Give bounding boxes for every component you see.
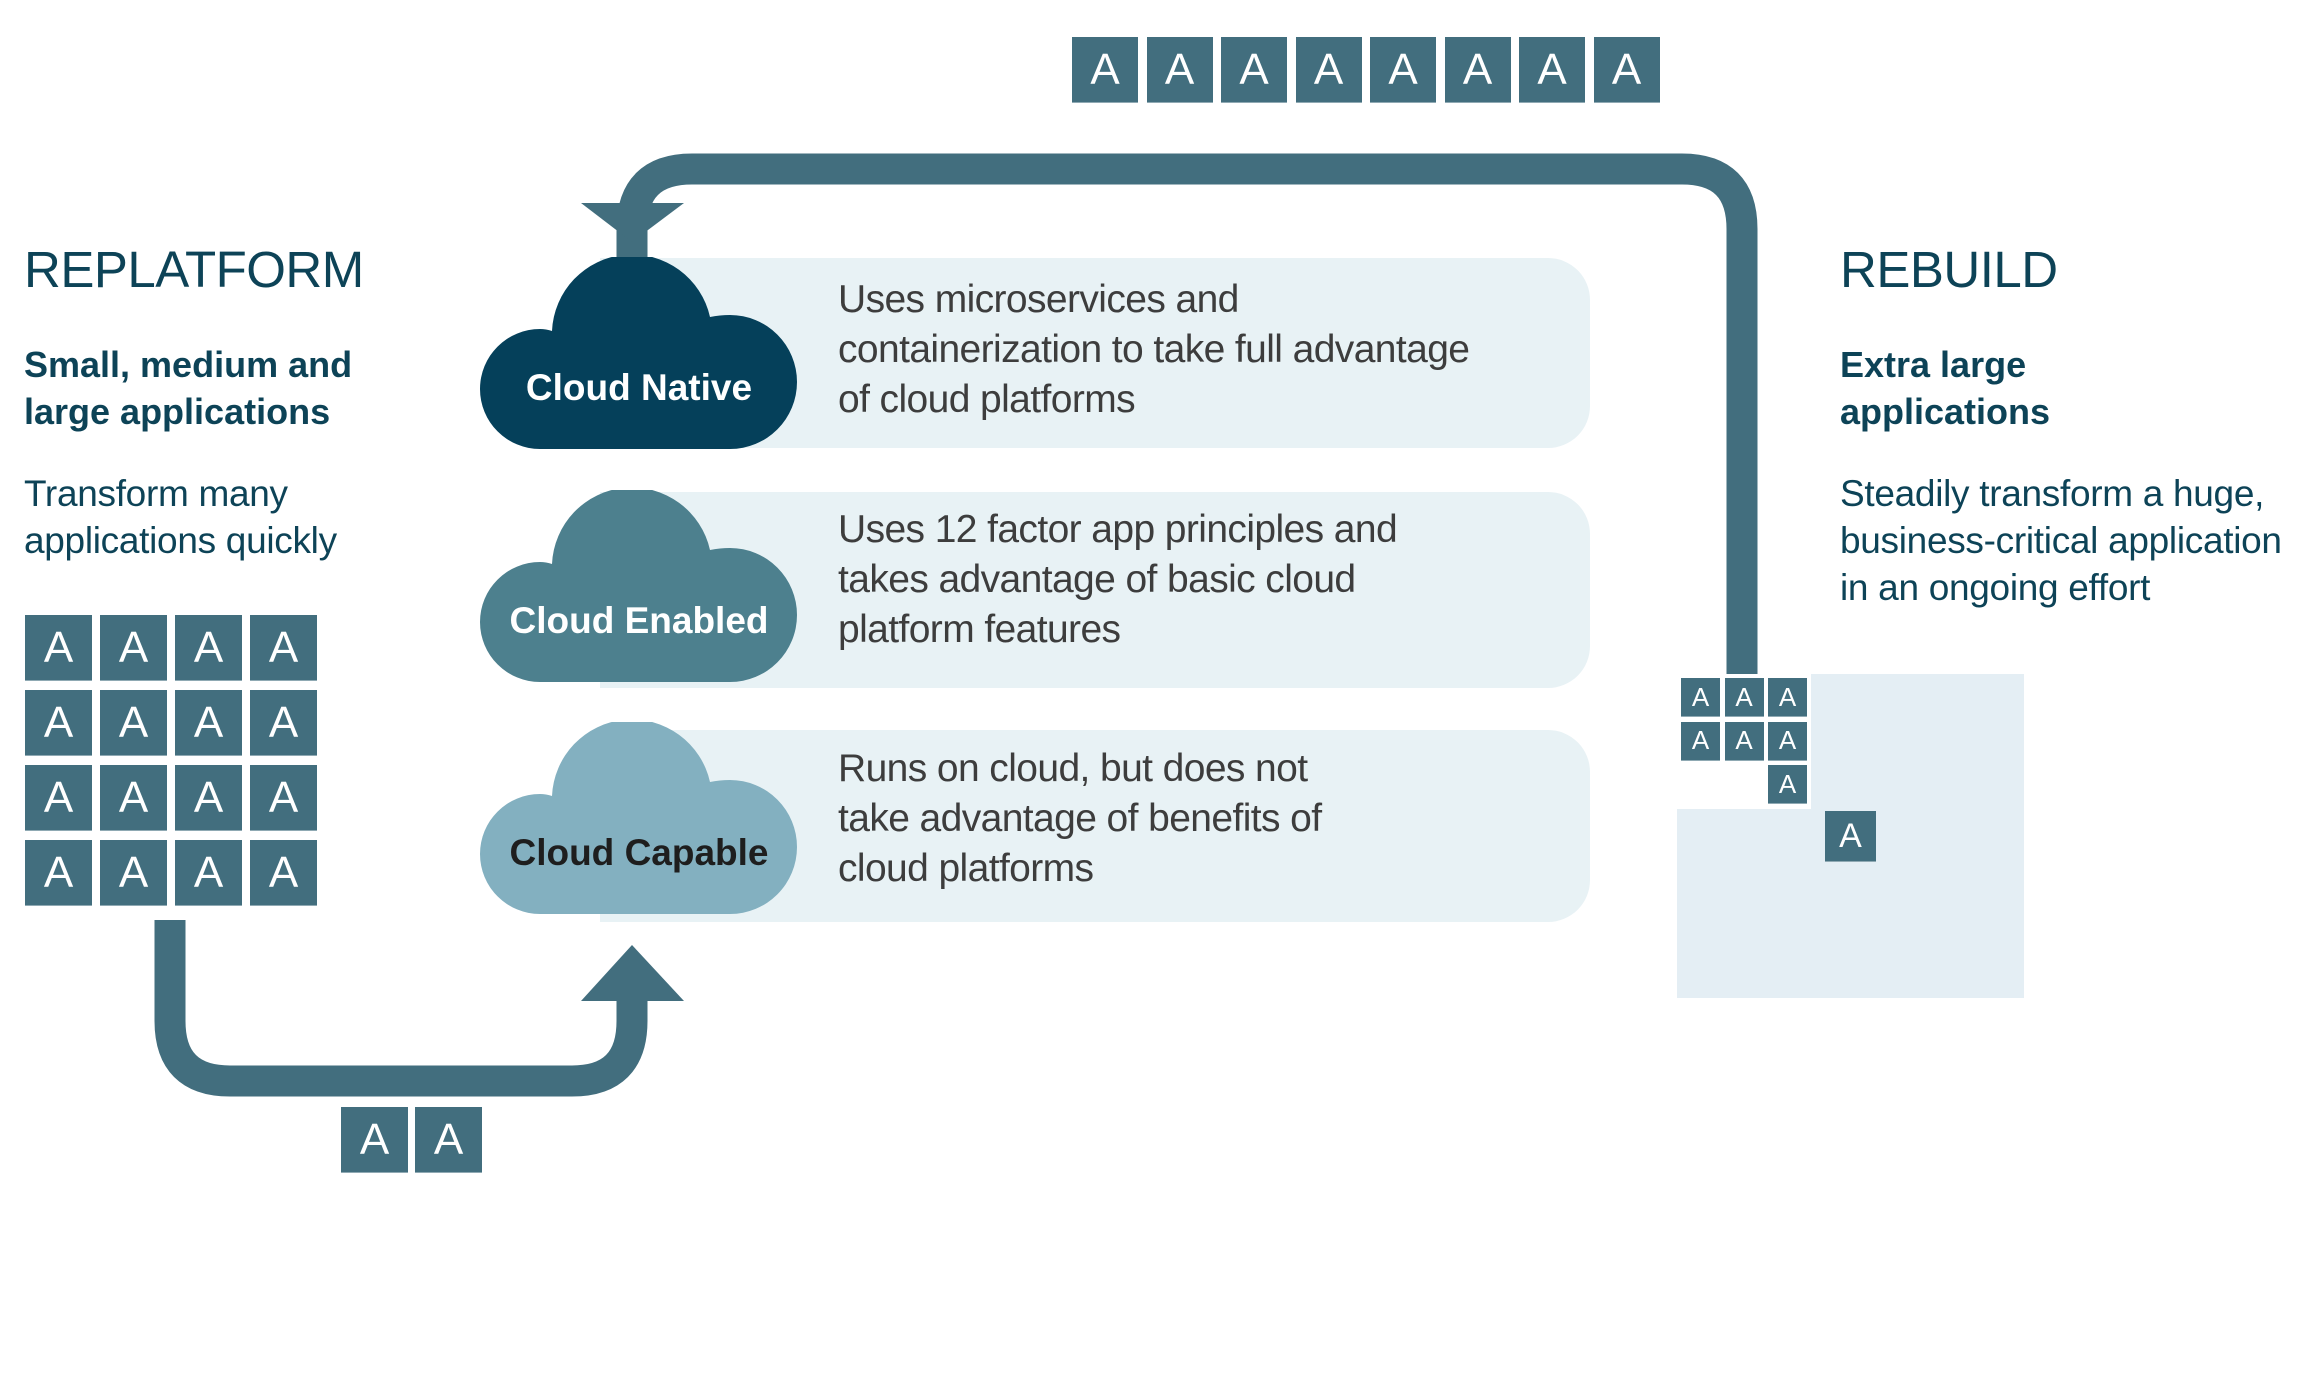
application-box: A [250,690,317,756]
application-box: A [1072,37,1138,103]
rebuild-subtitle-line: Extra large [1840,344,2027,385]
application-box: A [25,690,92,756]
cloud-enabled-label: Cloud Enabled [509,600,769,641]
cloud-icon [480,257,797,449]
application-box: A [1825,811,1876,862]
application-box: A [175,690,242,756]
application-box: A [1295,37,1362,103]
description-line: Runs on cloud, but does not [838,747,1308,790]
description-line: take advantage of benefits of [838,797,1322,840]
cloud-enabled-badge: Cloud Enabled [480,490,798,682]
rebuild-description: Steadily transform a huge, business-crit… [1840,470,2282,611]
application-box: A [1593,37,1660,103]
description-line: cloud platforms [838,847,1094,890]
application-box: A [1221,37,1287,103]
application-box: A [100,615,167,681]
replatform-title: REPLATFORM [24,241,364,298]
application-box: A [25,765,92,831]
cloud-icon [480,490,797,682]
application-box: A [341,1107,408,1173]
application-box: A [1768,678,1807,717]
cloud-capable-description: Runs on cloud, but does not take advanta… [838,744,1322,894]
application-box: A [250,615,317,681]
rebuild-title: REBUILD [1840,241,2058,298]
description-line: Uses 12 factor app principles and [838,508,1398,551]
application-box: A [250,765,317,831]
application-box: A [1370,37,1436,103]
application-box: A [1444,37,1511,103]
description-line: containerization to take full advantage [838,328,1470,371]
replatform-subtitle: Small, medium and large applications [24,341,352,435]
application-box: A [1681,678,1720,717]
application-box: A [250,840,317,906]
replatform-subtitle-line: large applications [24,391,331,432]
application-box: A [1146,37,1213,103]
description-line: takes advantage of basic cloud [838,558,1356,601]
rebuild-arrowhead-icon [581,203,684,242]
cloud-icon [480,722,797,914]
replatform-description-line: applications quickly [24,520,337,561]
application-box: A [175,765,242,831]
replatform-description: Transform many applications quickly [24,470,337,564]
description-line: platform features [838,608,1121,651]
cloud-enabled-description: Uses 12 factor app principles and takes … [838,505,1398,655]
application-box: A [1724,721,1764,761]
cloud-native-label: Cloud Native [525,367,753,408]
replatform-arrowhead-icon [581,945,684,1001]
cloud-native-badge: Cloud Native [480,257,798,449]
application-box: A [1519,37,1585,103]
application-box: A [415,1107,482,1173]
application-box: A [175,840,242,906]
application-box: A [1724,678,1764,717]
application-box: A [100,840,167,906]
application-box: A [175,615,242,681]
description-line: of cloud platforms [838,378,1136,421]
rebuild-subtitle: Extra large applications [1840,341,2050,435]
rebuild-description-line: Steadily transform a huge, [1840,473,2265,514]
application-box: A [25,615,92,681]
rebuild-description-line: business-critical application [1840,520,2282,561]
cloud-capable-label: Cloud Capable [509,832,769,873]
cloud-capable-badge: Cloud Capable [480,722,798,914]
application-box: A [1681,721,1720,761]
description-line: Uses microservices and [838,278,1239,321]
replatform-subtitle-line: Small, medium and [24,344,353,385]
application-box: A [1768,765,1807,804]
replatform-description-line: Transform many [24,473,288,514]
application-box: A [1768,721,1807,761]
rebuild-subtitle-line: applications [1840,391,2051,432]
application-box: A [100,765,167,831]
application-box: A [100,690,167,756]
application-box: A [25,840,92,906]
rebuild-arrow-path [616,153,1758,674]
rebuild-description-line: in an ongoing effort [1840,567,2151,608]
cloud-native-description: Uses microservices and containerization … [838,275,1470,425]
replatform-arrow-path [154,920,648,1097]
